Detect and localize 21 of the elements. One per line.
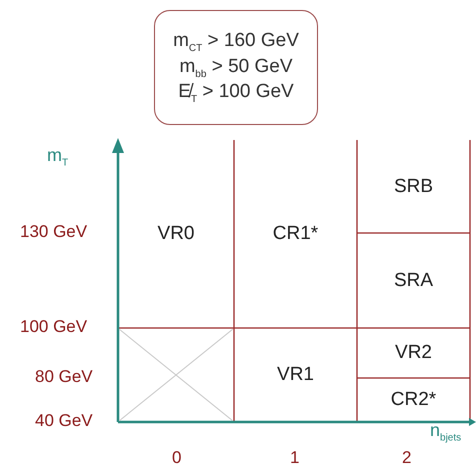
tick-label: 80 GeV	[35, 367, 93, 387]
region-cell: SRB	[357, 140, 470, 233]
region-cell: VR0	[118, 140, 234, 328]
axis-label: n$_{bjets}$	[430, 420, 462, 444]
region-cell: CR1*	[234, 140, 357, 328]
tick-label: 130 GeV	[20, 222, 88, 242]
cut-condition: m$_{bb}$ > 50 GeV	[179, 56, 293, 80]
region-cell: VR2	[357, 328, 470, 378]
cut-conditions-box	[154, 10, 318, 125]
cut-condition: m$_{CT}$ > 160 GeV	[173, 30, 299, 54]
tick-label: 1	[290, 448, 300, 467]
cut-condition: E̸$_{T}$ > 100 GeV	[178, 81, 294, 106]
tick-label: 100 GeV	[20, 317, 88, 337]
tick-label: 0	[172, 448, 182, 467]
axis-label: m$_{T}$	[47, 145, 68, 169]
crossed-out-region	[118, 328, 234, 422]
tick-label: 2	[402, 448, 412, 467]
region-cell: SRA	[357, 233, 470, 328]
region-cell: VR1	[234, 328, 357, 422]
tick-label: 40 GeV	[35, 411, 93, 431]
region-cell: CR2*	[357, 378, 470, 422]
